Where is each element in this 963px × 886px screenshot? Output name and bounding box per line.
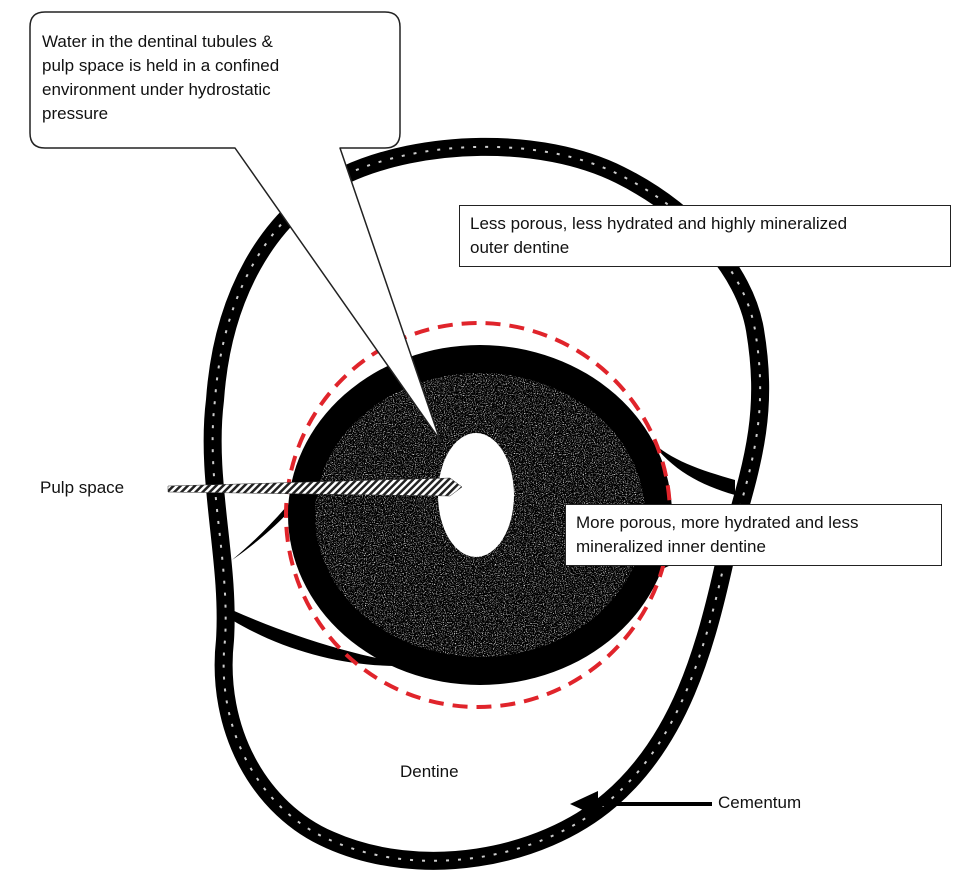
cementum-label: Cementum — [718, 791, 801, 815]
dentine-label: Dentine — [400, 760, 459, 784]
inner-dentine-label: More porous, more hydrated and less mine… — [565, 504, 942, 566]
outer-dentine-label: Less porous, less hydrated and highly mi… — [459, 205, 951, 267]
pulp-space-label: Pulp space — [40, 476, 124, 500]
cementum-arrow — [570, 791, 712, 817]
callout-text: Water in the dentinal tubules & pulp spa… — [42, 30, 392, 126]
